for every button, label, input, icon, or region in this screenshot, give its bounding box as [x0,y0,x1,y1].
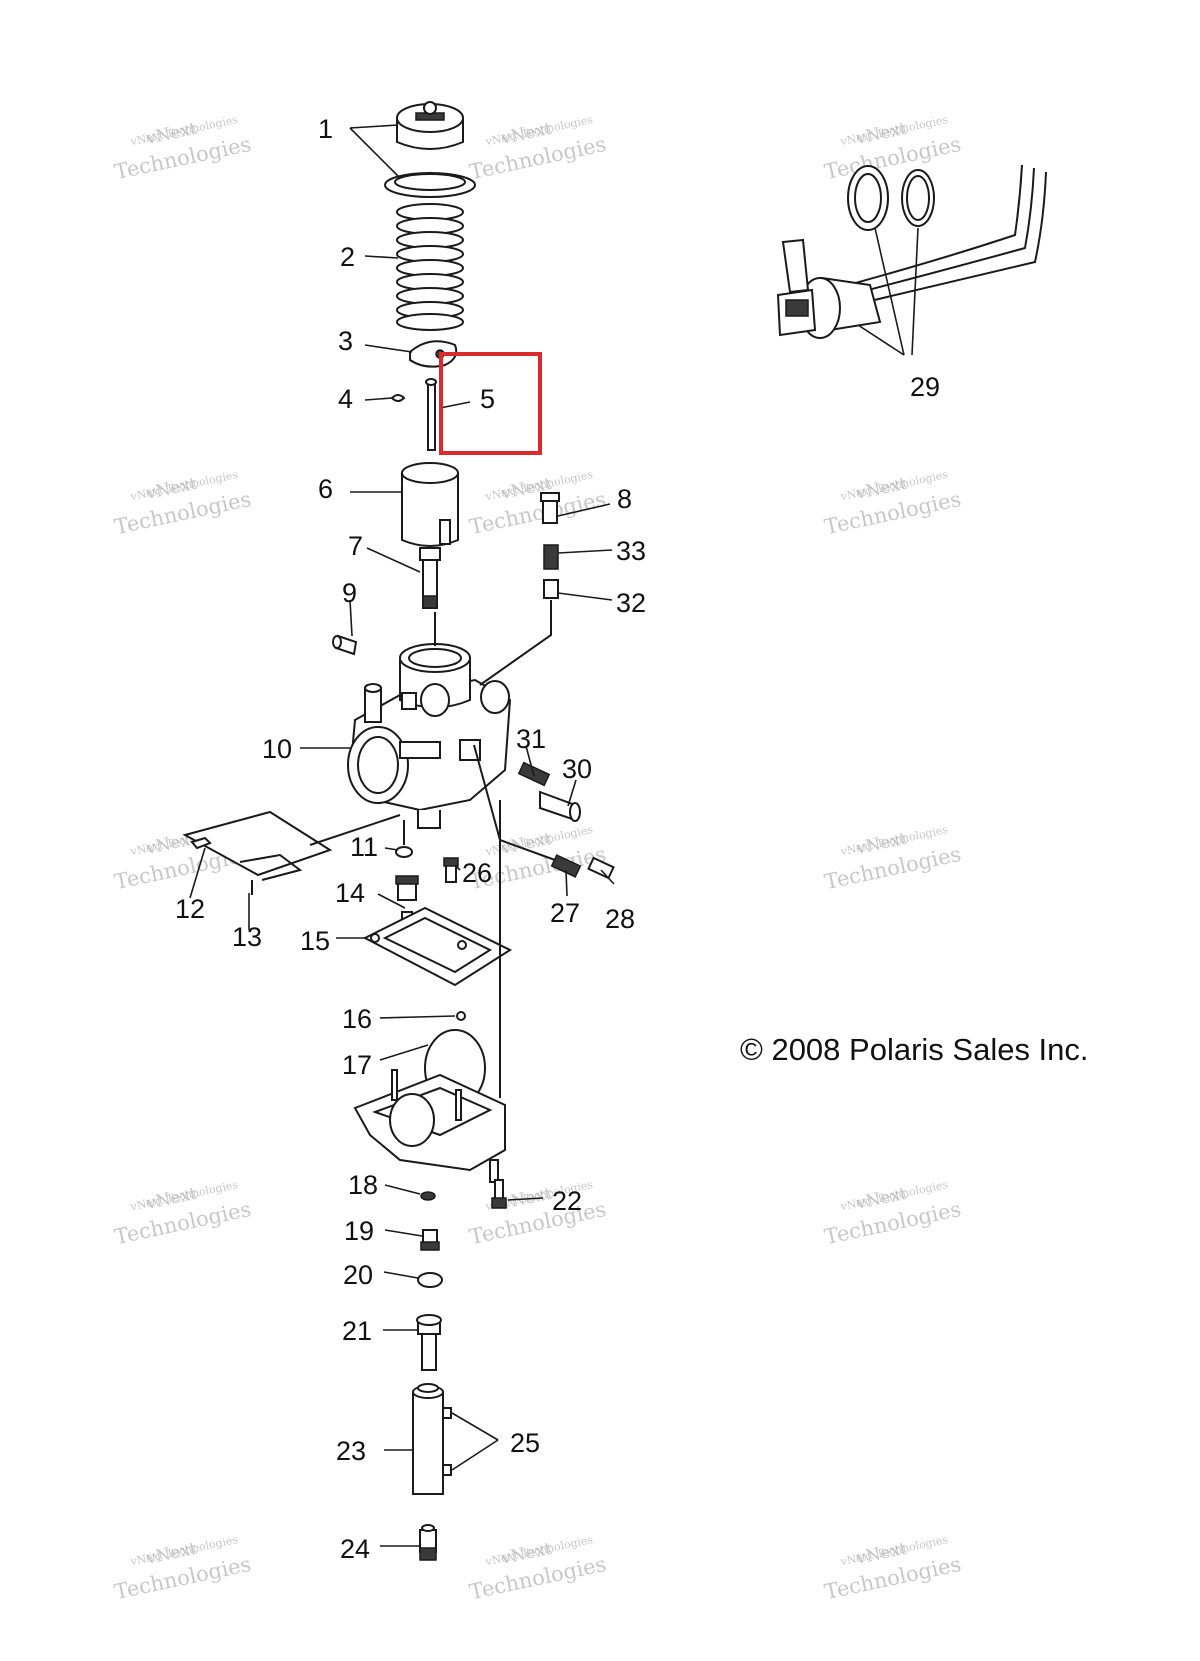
part-float-bowl [353,1069,506,1183]
callout-14: 14 [335,878,365,908]
callout-26: 26 [462,858,492,888]
callout-labels: 1 2 3 4 5 6 7 8 9 10 11 12 13 14 15 16 1… [175,114,940,1564]
part-spring [396,203,464,331]
callout-6: 6 [318,474,333,504]
part-bowl-screw [491,1179,507,1209]
callout-29: 29 [910,372,940,402]
part-throttle-slide [401,462,459,547]
callout-4: 4 [338,384,353,414]
callout-32: 32 [616,588,646,618]
part-needle-valve [395,875,419,932]
callout-18: 18 [348,1170,378,1200]
callout-8: 8 [617,484,632,514]
callout-19: 19 [344,1216,374,1246]
callout-1: 1 [318,114,333,144]
part-throttle-stop-screw [419,547,441,609]
part-jet-needle [425,378,437,451]
callout-24: 24 [340,1534,370,1564]
callout-12: 12 [175,894,205,924]
callout-25: 25 [510,1428,540,1458]
callout-28: 28 [605,904,635,934]
part-washer-18 [420,1191,436,1201]
part-main-jet [420,1229,440,1251]
part-washer-11 [395,846,413,858]
copyright-notice: © 2008 Polaris Sales Inc. [740,1032,1089,1067]
part-bracket-plate [182,810,401,895]
callout-33: 33 [616,536,646,566]
part-drain-plug [419,1524,437,1561]
callout-21: 21 [342,1316,372,1346]
throttle-control-assembly [776,164,1047,339]
callout-22: 22 [552,1186,582,1216]
part-clip [390,394,406,402]
part-pilot-jet [443,857,459,883]
part-carburetor-body [347,643,512,829]
callout-2: 2 [340,242,355,272]
part-o-ring-20 [417,1272,443,1288]
part-idle-screw-stack [479,492,560,686]
highlight-box [439,352,542,455]
callout-27: 27 [550,898,580,928]
part-drain-fitting [416,1314,442,1371]
callout-13: 13 [232,922,262,952]
callout-23: 23 [336,1436,366,1466]
carburetor-stack [182,101,615,1561]
callout-16: 16 [342,1004,372,1034]
callout-30: 30 [562,754,592,784]
callout-5: 5 [480,384,495,414]
callout-3: 3 [338,326,353,356]
leader-lines [189,124,919,1547]
callout-17: 17 [342,1050,372,1080]
callout-15: 15 [300,926,330,956]
part-float-bowl-gasket [362,906,513,987]
part-side-screws [473,744,615,880]
callout-20: 20 [343,1260,373,1290]
callout-10: 10 [262,734,292,764]
part-plug [332,634,358,656]
callout-11: 11 [350,832,378,862]
part-cap [384,101,476,198]
callout-9: 9 [342,578,357,608]
part-drain-tube [412,1383,452,1495]
callout-31: 31 [516,724,546,754]
callout-7: 7 [348,531,363,561]
